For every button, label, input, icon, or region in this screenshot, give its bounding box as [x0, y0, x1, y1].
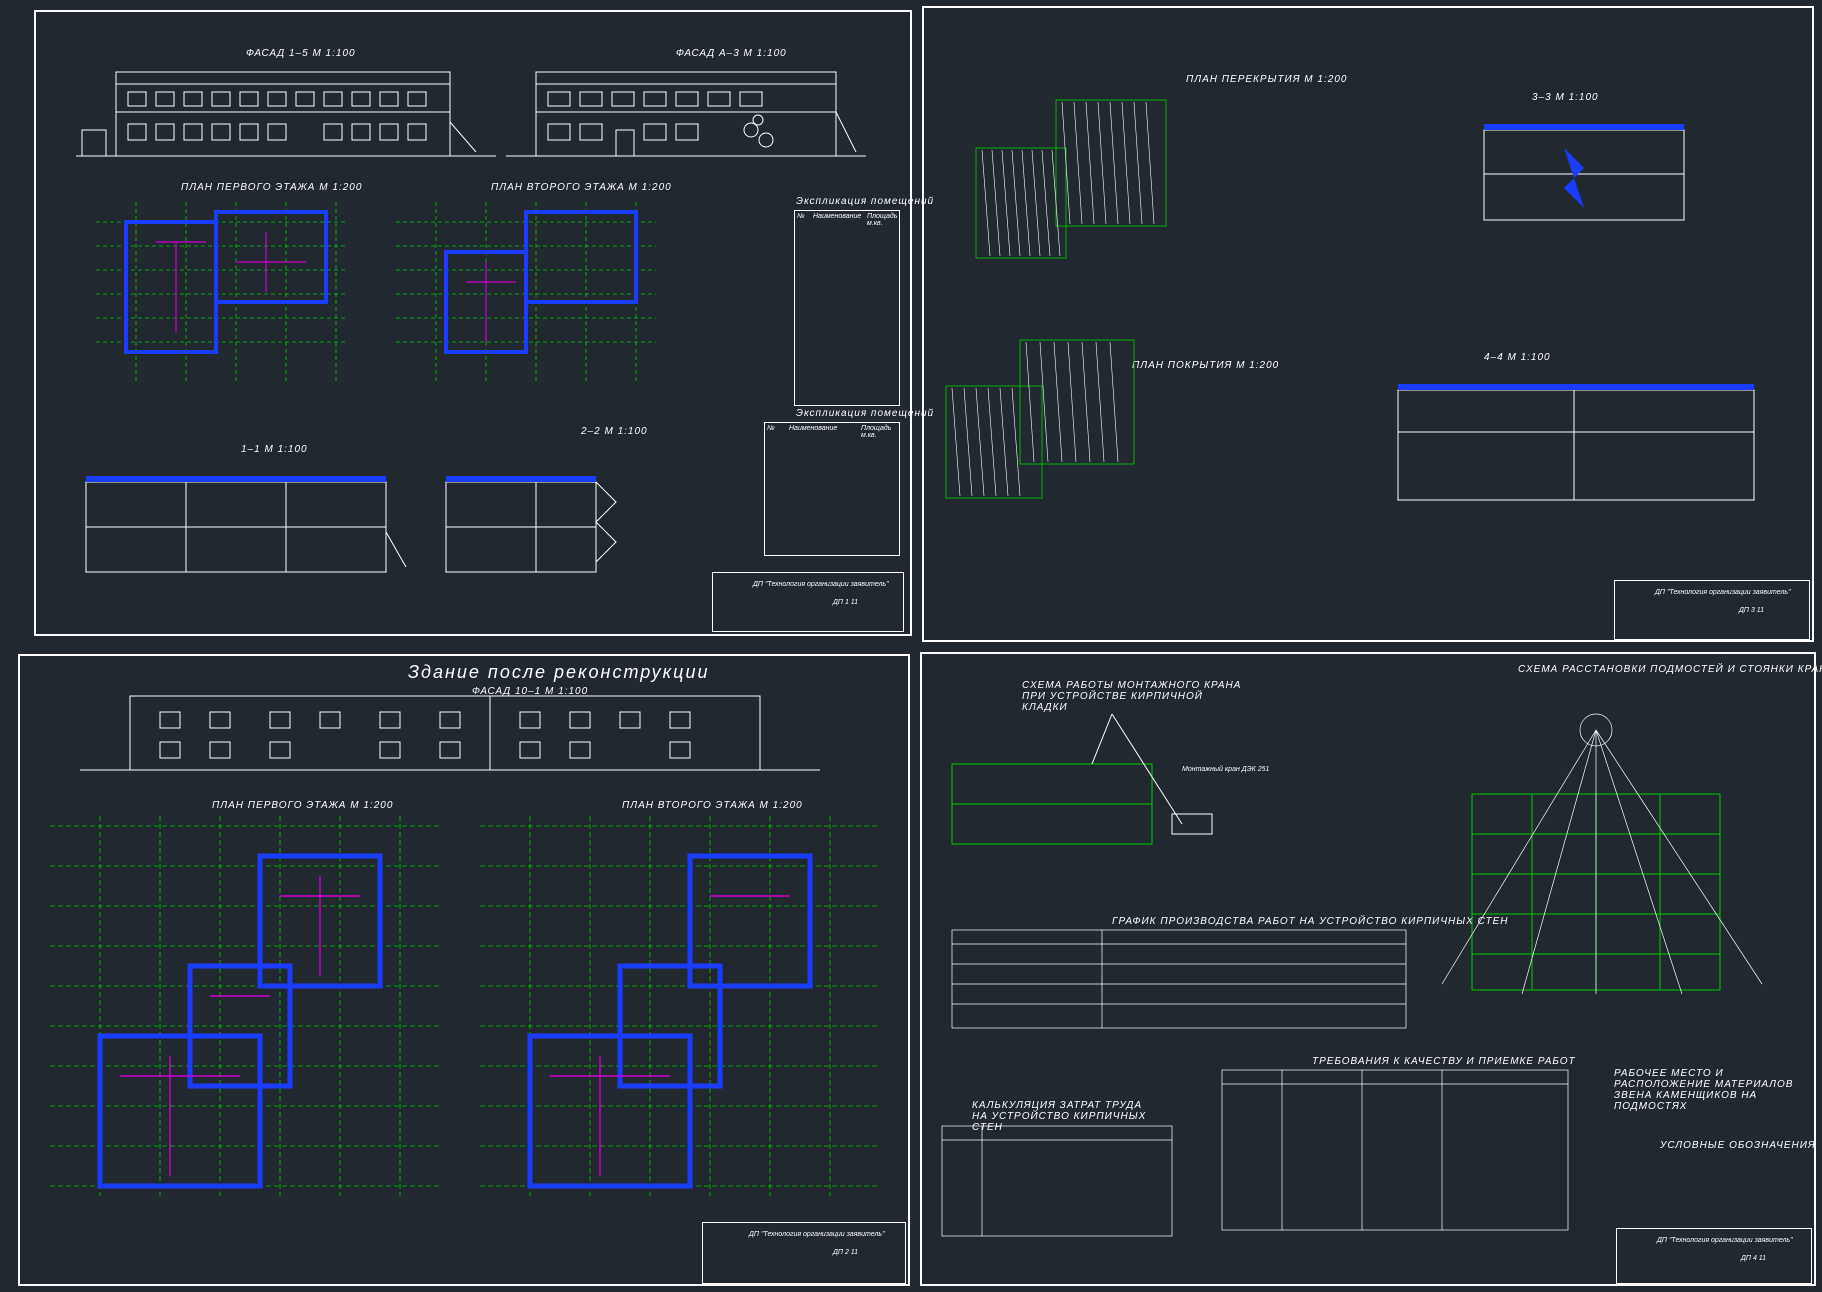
sheet-2: ПЛАН ПЕРЕКРЫТИЯ М 1:200 3–3 М 1:100 ПЛАН… [922, 6, 1814, 642]
facade-2-title: ФАСАД А–3 М 1:100 [676, 48, 787, 59]
crane-label: Монтажный кран ДЭК 251 [1182, 766, 1270, 773]
explication-title-1: Экспликация помещений [796, 196, 935, 207]
sheet-2-stamp-sheet: ДП 3 11 [1739, 607, 1765, 614]
explication-2-header-3: Площадь м.кв. [861, 425, 892, 439]
sheet-4: СХЕМА РАБОТЫ МОНТАЖНОГО КРАНА ПРИ УСТРОЙ… [920, 652, 1822, 1286]
sheet-3-plan-2-title: ПЛАН ВТОРОГО ЭТАЖА М 1:200 [622, 800, 803, 811]
plan-roof-title: ПЛАН ПОКРЫТИЯ М 1:200 [1132, 360, 1280, 371]
section-4-4-title: 4–4 М 1:100 [1484, 352, 1551, 363]
explication-1-header-2: Наименование [813, 213, 862, 220]
sheet-3-plan-1-title: ПЛАН ПЕРВОГО ЭТАЖА М 1:200 [212, 800, 394, 811]
section-3-3-title: 3–3 М 1:100 [1532, 92, 1599, 103]
explication-table-2: № Наименование Площадь м.кв. [764, 422, 900, 556]
sheet-3-stamp-title: ДП "Технология организации заявитель" [749, 1231, 885, 1238]
sheet-4-stamp-title: ДП "Технология организации заявитель" [1657, 1237, 1793, 1244]
explication-table-1: № Наименование Площадь м.кв. [794, 210, 900, 406]
schedule-title: ГРАФИК ПРОИЗВОДСТВА РАБОТ НА УСТРОЙСТВО … [1112, 916, 1509, 927]
section-1-title: 1–1 М 1:100 [241, 444, 308, 455]
facade-1-title: ФАСАД 1–5 М 1:100 [246, 48, 356, 59]
sheet-1-stamp-sheet: ДП 1 11 [833, 599, 859, 606]
crane-scheme-title: СХЕМА РАБОТЫ МОНТАЖНОГО КРАНА ПРИ УСТРОЙ… [1022, 680, 1242, 713]
explication-1-header-3: Площадь м.кв. [867, 213, 898, 227]
legend-title: УСЛОВНЫЕ ОБОЗНАЧЕНИЯ [1660, 1140, 1816, 1151]
scaffold-scheme-title: СХЕМА РАССТАНОВКИ ПОДМОСТЕЙ И СТОЯНКИ КР… [1518, 664, 1822, 675]
sheet-2-stamp-title: ДП "Технология организации заявитель" [1655, 589, 1791, 596]
sheet-4-stamp: ДП "Технология организации заявитель" ДП… [1616, 1228, 1812, 1284]
sheet-2-drawing [945, 99, 1755, 501]
sheet-4-drawing [941, 713, 1763, 1237]
sheet-2-stamp: ДП "Технология организации заявитель" ДП… [1614, 580, 1810, 640]
sheet-1-stamp-title: ДП "Технология организации заявитель" [753, 581, 889, 588]
explication-title-2: Экспликация помещений [796, 408, 935, 419]
sheet-3-drawing [50, 695, 880, 1196]
explication-1-header-1: № [797, 213, 805, 220]
plan-ceiling-title: ПЛАН ПЕРЕКРЫТИЯ М 1:200 [1186, 74, 1348, 85]
sheet-3: Здание после реконструкции ФАСАД 10–1 М … [18, 654, 910, 1286]
sheet-1-stamp: ДП "Технология организации заявитель" ДП… [712, 572, 904, 632]
sheet-3-stamp: ДП "Технология организации заявитель" ДП… [702, 1222, 906, 1284]
explication-2-header-1: № [767, 425, 775, 432]
plan-1-title: ПЛАН ПЕРВОГО ЭТАЖА М 1:200 [181, 182, 363, 193]
workplace-title: РАБОЧЕЕ МЕСТО И РАСПОЛОЖЕНИЕ МАТЕРИАЛОВ … [1614, 1068, 1794, 1112]
section-2-title: 2–2 М 1:100 [581, 426, 648, 437]
calc-title: КАЛЬКУЛЯЦИЯ ЗАТРАТ ТРУДА НА УСТРОЙСТВО К… [972, 1100, 1147, 1133]
plan-2-title: ПЛАН ВТОРОГО ЭТАЖА М 1:200 [491, 182, 672, 193]
quality-title: ТРЕБОВАНИЯ К КАЧЕСТВУ И ПРИЕМКЕ РАБОТ [1312, 1056, 1576, 1067]
facade-10-1-title: ФАСАД 10–1 М 1:100 [472, 686, 589, 697]
sheet-1-drawing [76, 71, 866, 573]
explication-2-header-2: Наименование [789, 425, 838, 432]
sheet-3-main-title: Здание после реконструкции [408, 662, 710, 682]
sheet-4-stamp-sheet: ДП 4 11 [1741, 1255, 1767, 1262]
sheet-1: ФАСАД 1–5 М 1:100 ФАСАД А–3 М 1:100 ПЛАН… [34, 10, 933, 636]
sheet-3-stamp-sheet: ДП 2 11 [833, 1249, 859, 1256]
